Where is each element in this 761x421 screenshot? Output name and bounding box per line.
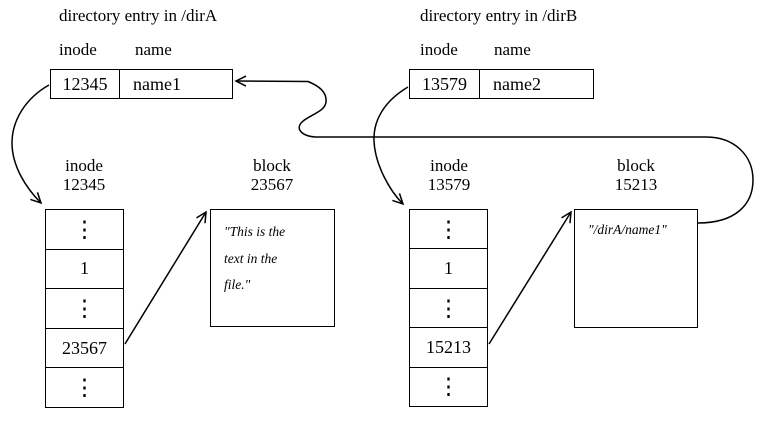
inodeA-row-dots: ⋮ [73, 216, 96, 242]
dirB-header-name: name [494, 40, 531, 59]
arrow-inodeA-to-blockA [124, 210, 207, 345]
arrow-symlink-blockB-to-name1 [234, 75, 754, 224]
blockB-label: block 15213 [586, 156, 686, 194]
blockB-label-number: 15213 [614, 175, 658, 194]
inodeA-label-type: inode [65, 156, 103, 175]
dirB-title: directory entry in /dirB [420, 6, 578, 25]
arrow-inodeB-to-blockB [488, 210, 572, 345]
dirA-title: directory entry in /dirA [59, 6, 218, 25]
inodeA-table: ⋮ 1 ⋮ 23567 ⋮ [45, 209, 124, 408]
inodeB-row-blockptr: 15213 [410, 327, 487, 366]
dirA-inode-cell: 12345 [51, 70, 120, 98]
blockB-box: "/dirA/name1" [574, 209, 698, 328]
blockA-label-type: block [253, 156, 291, 175]
inodeA-row-dots: ⋮ [46, 288, 123, 328]
dirA-entry-table: 12345 name1 [50, 69, 233, 99]
inodeA-row-dots: ⋮ [46, 367, 123, 407]
inodeB-table: ⋮ 1 ⋮ 15213 ⋮ [409, 209, 488, 407]
inodeB-row-dots: ⋮ [410, 366, 487, 406]
inodeA-row-linkcount: 1 [46, 248, 123, 289]
inodeA-row-blockptr: 23567 [46, 327, 123, 368]
inodeA-label: inode 12345 [34, 156, 134, 194]
dirB-name-cell: name2 [493, 73, 541, 94]
blockA-text-line: file." [224, 277, 251, 292]
inodeB-row-linkcount: 1 [410, 248, 487, 287]
arrow-direntryB-to-inodeB [373, 86, 409, 206]
inodeB-row-dots: ⋮ [410, 287, 487, 327]
blockA-text-line: "This is the [224, 224, 286, 239]
dirA-name-cell: name1 [133, 73, 181, 94]
arrow-direntryA-to-inodeA [11, 84, 50, 205]
blockB-text-line: "/dirA/name1" [588, 222, 667, 237]
blockA-box: "This is the text in the file." [210, 209, 335, 327]
dirB-entry-table: 13579 name2 [409, 69, 594, 99]
blockA-label-number: 23567 [250, 175, 294, 194]
blockA-text-line: text in the [224, 250, 278, 266]
dirB-inode-cell: 13579 [410, 70, 480, 98]
dirA-header-name: name [135, 40, 172, 59]
inodeB-row-dots: ⋮ [437, 216, 460, 242]
inodeB-label-number: 13579 [427, 175, 471, 194]
blockB-label-type: block [617, 156, 655, 175]
inodeB-label-type: inode [430, 156, 468, 175]
blockA-label: block 23567 [222, 156, 322, 194]
dirB-header-inode: inode [420, 40, 458, 59]
inodeB-label: inode 13579 [399, 156, 499, 194]
dirA-header-inode: inode [59, 40, 97, 59]
inodeA-label-number: 12345 [62, 175, 106, 194]
